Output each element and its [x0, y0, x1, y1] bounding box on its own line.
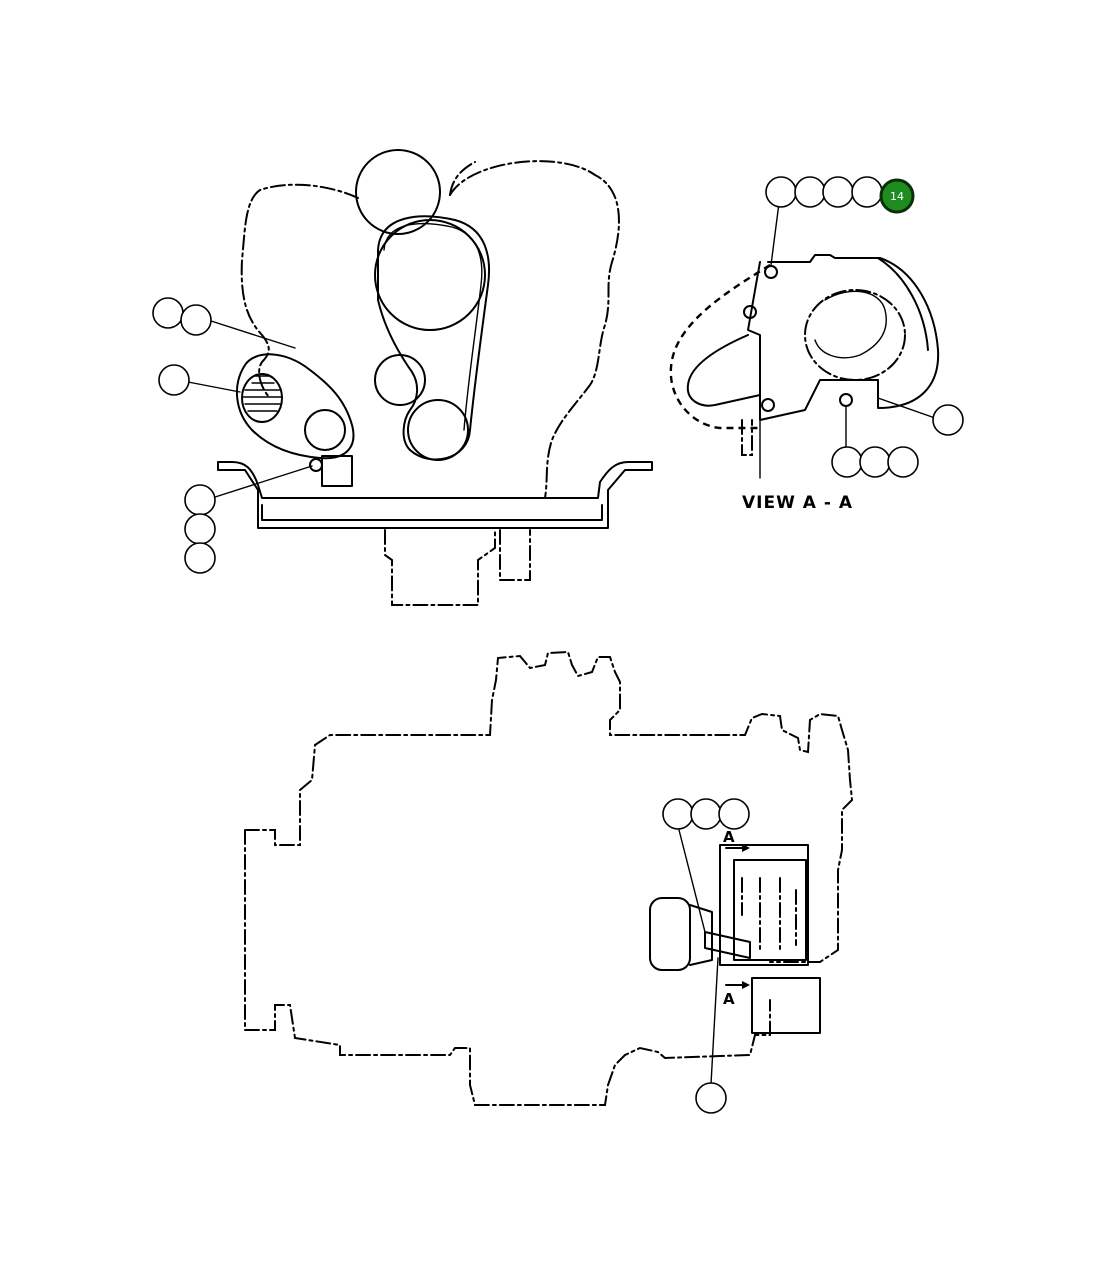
- callout-bubble[interactable]: [859, 446, 891, 478]
- view-label: VIEW A - A: [742, 493, 853, 513]
- gear-outline: [804, 289, 906, 381]
- callout-bubble[interactable]: [690, 798, 722, 830]
- drive-belt: [377, 215, 490, 461]
- section-marker-bottom: A: [723, 990, 735, 1008]
- component-internals: [741, 877, 797, 951]
- lower-bracket: [751, 977, 821, 1034]
- callout-bubble[interactable]: [831, 446, 863, 478]
- engine-block-outline: [240, 160, 620, 499]
- engine-side-view: A A: [244, 650, 854, 1106]
- mounting-bolt: [309, 458, 323, 472]
- bolt-upper: [764, 265, 778, 279]
- oil-pan: [217, 461, 653, 529]
- stud-hidden: [741, 419, 753, 456]
- section-frame: [719, 844, 809, 966]
- callout-bubble[interactable]: [851, 176, 883, 208]
- leader-lines: [187, 202, 936, 1085]
- callout-bubble[interactable]: [932, 404, 964, 436]
- view-a-a: VIEW A - A: [669, 254, 940, 513]
- callouts[interactable]: 14: [152, 176, 964, 1114]
- strap: [704, 931, 751, 959]
- belt-path-hidden: [669, 263, 771, 430]
- callout-bubble[interactable]: [180, 304, 212, 336]
- grille-element: [241, 373, 283, 423]
- engine-side-outline: [244, 650, 854, 1106]
- callout-bubble[interactable]: [152, 297, 184, 329]
- cover-boss: [304, 409, 346, 451]
- crankshaft-pulley: [374, 219, 486, 331]
- callout-bubble[interactable]: [822, 176, 854, 208]
- callout-bubble[interactable]: [662, 798, 694, 830]
- component-housing: [733, 859, 807, 961]
- callout-bubble[interactable]: [794, 176, 826, 208]
- callout-bubble-highlighted[interactable]: 14: [879, 178, 915, 214]
- callout-bubble[interactable]: [158, 364, 190, 396]
- bracket-block: [321, 455, 353, 487]
- lower-housing-left: [384, 529, 496, 606]
- callout-bubble[interactable]: [184, 542, 216, 574]
- callout-number: 14: [890, 190, 904, 203]
- callout-bubble[interactable]: [184, 513, 216, 545]
- engine-front-view: [217, 149, 653, 606]
- callout-bubble[interactable]: [184, 484, 216, 516]
- upper-pulley-left: [355, 149, 441, 235]
- callout-bubble[interactable]: [765, 176, 797, 208]
- lower-housing-right: [499, 529, 531, 581]
- upper-outline-right: [449, 161, 476, 196]
- bolt-right: [839, 393, 853, 407]
- cover-plate: [747, 254, 940, 421]
- grille-pattern: [242, 375, 283, 412]
- fan-hub: [649, 897, 691, 971]
- section-marker-top: A: [723, 828, 735, 846]
- callout-bubble[interactable]: [887, 446, 919, 478]
- front-cover-housing: [235, 353, 355, 460]
- idler-pulley: [374, 354, 426, 406]
- bolt-lower: [761, 398, 775, 412]
- bolt-middle: [743, 305, 757, 319]
- callout-bubble[interactable]: [718, 798, 750, 830]
- callout-bubble[interactable]: [695, 1082, 727, 1114]
